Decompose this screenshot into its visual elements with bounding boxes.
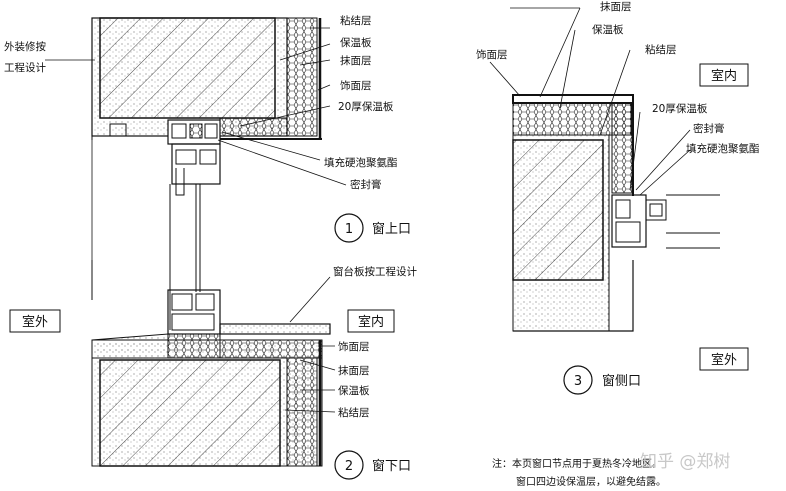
label-pu-foam: 填充硬泡聚氨酯: [324, 156, 398, 169]
concrete-wall-bottom: [99, 359, 281, 467]
window-sill-board: [219, 323, 331, 335]
room-in-box-2: [347, 309, 395, 333]
label-plaster-layer-2: 抹面层: [338, 364, 370, 377]
label-finish-layer: 饰面层: [340, 79, 372, 92]
room-in-box-3: [699, 63, 749, 87]
label-bond-layer-2: 粘结层: [338, 406, 370, 419]
detail-title-2: 窗下口: [372, 458, 411, 474]
room-out-label-3: 室外: [711, 352, 737, 368]
note-line-2: 窗口四边设保温层，以避免结露。: [516, 475, 666, 488]
label-pu-foam-3: 填充硬泡聚氨酯: [686, 142, 760, 155]
detail-title-3: 窗侧口: [602, 373, 641, 389]
label-insulation-board-3: 保温板: [592, 23, 624, 36]
label-insulation-board-2: 保温板: [338, 384, 370, 397]
detail-title-1: 窗上口: [372, 221, 411, 237]
watermark: 知乎 @郑树: [640, 452, 730, 472]
room-in-label-3: 室内: [711, 68, 737, 84]
detail-number-2: 2: [345, 459, 353, 474]
detail-3: 抹面层 保温板 粘结层 饰面层 室内 20厚保温板 密封膏 填充硬泡聚氨酯 室外…: [476, 0, 760, 395]
room-out-box-3: [699, 347, 749, 371]
insulation-20-board: [219, 117, 288, 137]
label-exterior-finish-1: 外装修按: [4, 40, 46, 53]
label-sealant: 密封膏: [350, 178, 382, 191]
insulation-board-bottom: [286, 357, 318, 467]
finish-bottom: [200, 138, 322, 140]
label-finish-layer-2: 饰面层: [338, 340, 370, 353]
label-sill-board: 窗台板按工程设计: [333, 265, 417, 278]
concrete-lintel: [99, 17, 276, 119]
detail-number-circle-3: [563, 365, 593, 395]
label-bond-layer-3: 粘结层: [645, 43, 677, 56]
window-frame-bottom: [167, 289, 221, 335]
room-in-label-2: 室内: [358, 314, 384, 330]
label-finish-layer-3: 饰面层: [476, 48, 508, 61]
detail-number-circle-2: [334, 450, 364, 480]
room-out-label-2: 室外: [22, 314, 48, 330]
label-20-insulation: 20厚保温板: [338, 100, 394, 113]
detail-number-1: 1: [345, 222, 353, 237]
detail-number-3: 3: [574, 374, 582, 389]
detail-number-circle-1: [334, 213, 364, 243]
concrete-column-3: [512, 139, 604, 281]
detail-1: 外装修按 工程设计 粘结层 保温板 抹面层 饰面层 20厚保温板 填充硬泡聚氨酯…: [4, 14, 411, 260]
window-frame-side: [611, 194, 647, 248]
label-plaster-layer: 抹面层: [340, 54, 372, 67]
label-bond-layer: 粘结层: [340, 14, 372, 27]
detail-2: 窗台板按工程设计 室内 室外 饰面层 抹面层 保温板 粘结层 2 窗下口: [9, 260, 417, 480]
note-line-1: 注：本页窗口节点用于夏热冬冷地区。: [492, 457, 662, 470]
room-out-box-2: [9, 309, 61, 333]
label-plaster-layer-3: 抹面层: [600, 0, 632, 13]
label-exterior-finish-2: 工程设计: [4, 61, 46, 74]
label-insulation-board: 保温板: [340, 36, 372, 49]
label-20-insulation-3: 20厚保温板: [652, 102, 708, 115]
label-sealant-3: 密封膏: [693, 122, 725, 135]
insulation-board: [286, 17, 318, 137]
